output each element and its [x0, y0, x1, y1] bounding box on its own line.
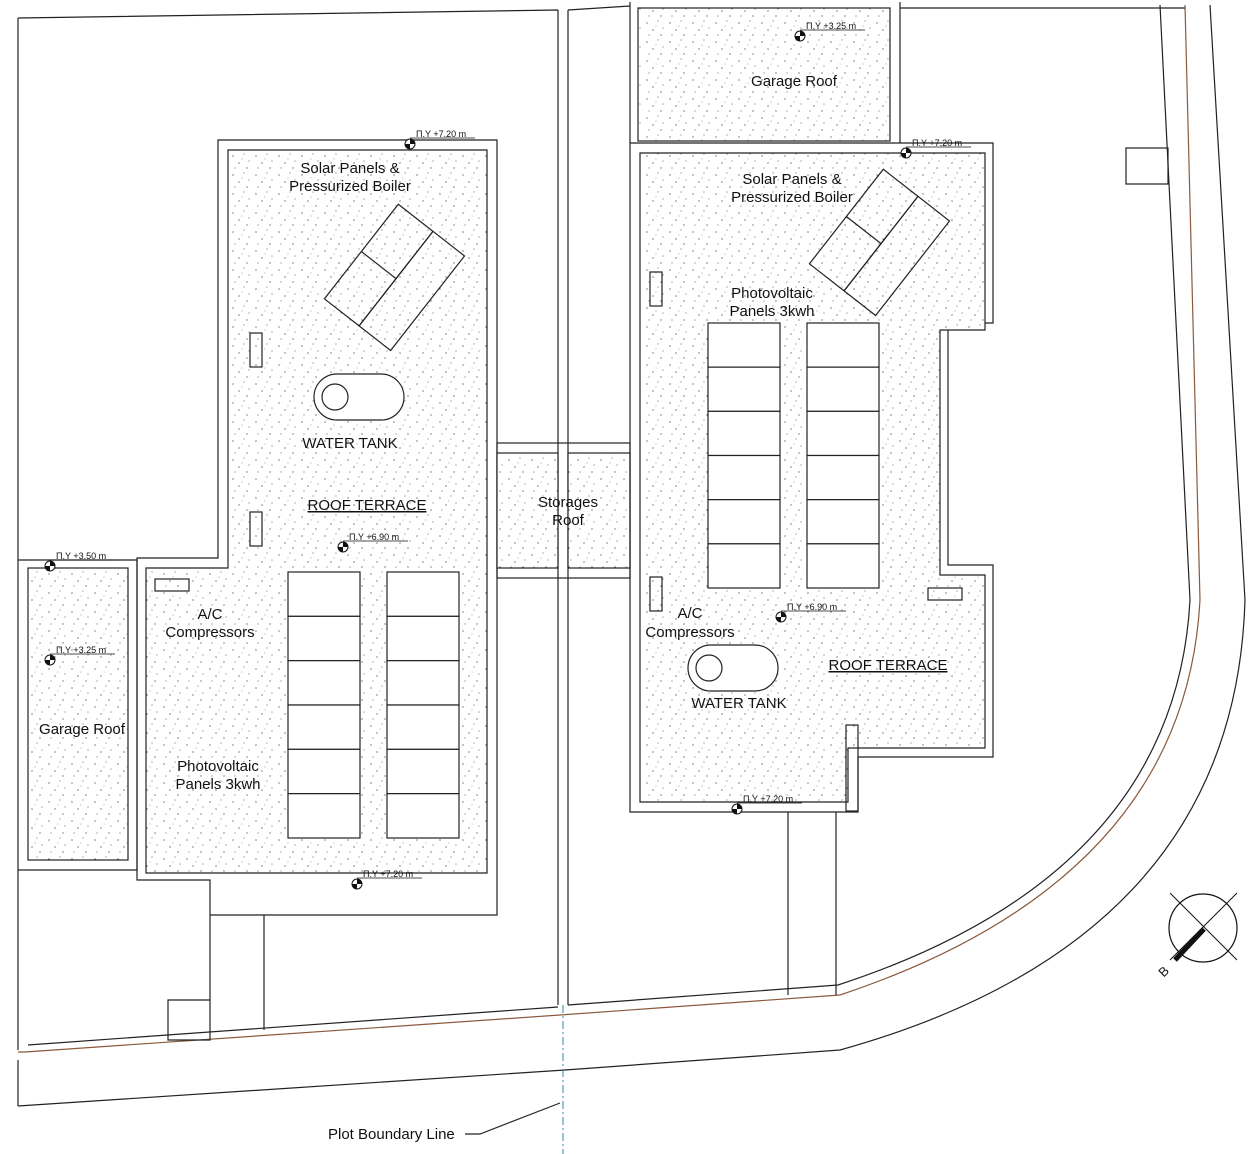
elevation-marker: Π.Υ +7.20 m — [900, 138, 971, 159]
right-solar-panels — [808, 168, 951, 317]
plot-outline — [17, 4, 1246, 1107]
elevation-label: Π.Υ +6.90 m — [787, 602, 837, 612]
elevation-label: Π.Υ +6.90 m — [349, 532, 399, 542]
left-vent-2 — [249, 511, 263, 547]
elevation-label: Π.Υ +3.25 m — [806, 21, 856, 31]
pv-panel — [707, 543, 781, 589]
elevation-marker: Π.Υ +6.90 m — [337, 532, 408, 553]
right-pv-label: Photovoltaic — [731, 285, 813, 302]
right-garage-label: Garage Roof — [751, 73, 838, 90]
pv-panel — [806, 543, 880, 589]
right-ac-label: Compressors — [645, 624, 734, 641]
elevation-label: Π.Υ +7.20 m — [363, 869, 413, 879]
elevation-label: Π.Υ +7.20 m — [743, 794, 793, 804]
left-solar-label: Solar Panels & — [300, 160, 399, 177]
left-solar-label: Pressurized Boiler — [289, 178, 411, 195]
elevation-marker: Π.Υ +6.90 m — [775, 602, 846, 623]
left-ac-label: Compressors — [165, 624, 254, 641]
pv-panel — [386, 704, 460, 750]
left-pv-label: Photovoltaic — [177, 758, 259, 775]
elevation-label: Π.Υ +7.20 m — [416, 129, 466, 139]
pv-panel — [386, 793, 460, 839]
north-arrow-icon: B — [1155, 892, 1238, 980]
pv-panel — [287, 615, 361, 662]
elevation-label: Π.Υ +3.50 m — [56, 551, 106, 561]
pv-panel — [287, 660, 361, 706]
right-vent-2 — [649, 576, 663, 612]
elevation-marker: Π.Υ +3.25 m — [794, 21, 865, 42]
storages-label: Roof — [552, 512, 585, 529]
plot-boundary-label: Plot Boundary Line — [328, 1126, 455, 1143]
storages-roof — [496, 442, 631, 579]
svg-text:B: B — [1155, 963, 1172, 980]
right-solar-label: Pressurized Boiler — [731, 189, 853, 206]
pv-panel — [806, 366, 880, 412]
pv-panel — [386, 660, 460, 706]
pv-panel — [707, 410, 781, 457]
pv-panel — [386, 748, 460, 795]
pv-panel — [806, 454, 880, 501]
left-water-tank — [313, 373, 405, 421]
left-ac-unit — [154, 578, 190, 592]
right-vent-1 — [649, 271, 663, 307]
right-water-tank-label: WATER TANK — [691, 695, 786, 712]
pv-panel — [707, 454, 781, 501]
elevation-marker: Π.Υ +3.25 m — [44, 645, 115, 666]
left-pv-array-2 — [386, 571, 460, 839]
pv-panel — [386, 615, 460, 662]
pv-panel — [707, 322, 781, 368]
left-garage-roof — [18, 559, 138, 871]
right-ac-label: A/C — [677, 605, 702, 622]
left-water-tank-label: WATER TANK — [302, 435, 397, 452]
storages-label: Storages — [538, 494, 598, 511]
pv-panel — [806, 322, 880, 368]
pv-panel — [287, 748, 361, 795]
left-vent-1 — [249, 332, 263, 368]
left-pv-array-1 — [287, 571, 361, 839]
pv-panel — [707, 499, 781, 545]
elevation-markers: Π.Υ +7.20 m Π.Υ +6.90 m Π.Υ +7.20 m Π.Υ +3.… — [44, 21, 971, 890]
pv-panel — [386, 571, 460, 617]
right-roof-terrace-label: ROOF TERRACE — [829, 657, 948, 674]
pv-panel — [287, 571, 361, 617]
pv-panel — [806, 499, 880, 545]
left-roof-terrace-label: ROOF TERRACE — [308, 497, 427, 514]
elevation-marker: Π.Υ +3.50 m — [44, 551, 115, 572]
pv-panel — [287, 704, 361, 750]
elevation-marker: Π.Υ +7.20 m — [731, 794, 802, 815]
pv-panel — [287, 793, 361, 839]
left-ac-label: A/C — [197, 606, 222, 623]
elevation-label: Π.Υ +3.25 m — [56, 645, 106, 655]
plot-boundary-leader — [465, 1102, 561, 1135]
right-water-tank — [687, 644, 779, 692]
elevation-label: Π.Υ +7.20 m — [912, 138, 962, 148]
pv-panel — [707, 366, 781, 412]
pv-panel — [806, 410, 880, 457]
left-solar-panels — [323, 203, 466, 352]
right-solar-label: Solar Panels & — [742, 171, 841, 188]
elevation-marker: Π.Υ +7.20 m — [351, 869, 422, 890]
left-garage-label: Garage Roof — [39, 721, 126, 738]
elevation-marker: Π.Υ +7.20 m — [404, 129, 475, 150]
right-ac-unit — [927, 587, 963, 601]
left-pv-label: Panels 3kwh — [175, 776, 260, 793]
right-pv-label: Panels 3kwh — [729, 303, 814, 320]
right-pv-array-2 — [806, 322, 880, 589]
right-pv-array-1 — [707, 322, 781, 589]
